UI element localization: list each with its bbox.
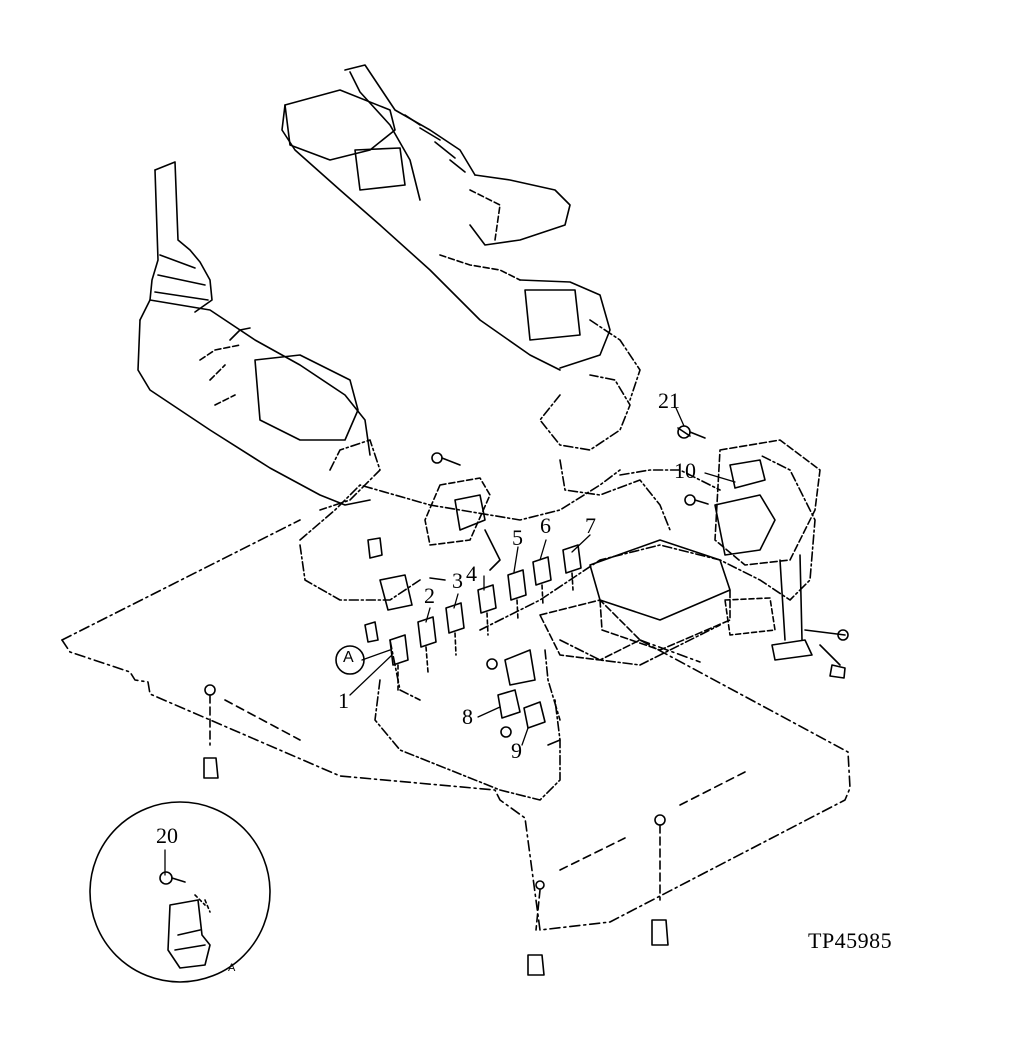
left-control-console (137, 161, 371, 506)
relay-2 (417, 616, 437, 648)
callout-9: 9 (511, 738, 522, 763)
main-wiring-harness (299, 319, 816, 801)
relay-5 (507, 569, 527, 601)
callout-2: 2 (424, 583, 435, 608)
callout-5: 5 (512, 525, 523, 550)
figure-reference: TP45985 (808, 928, 893, 953)
detail-marker-circle (335, 645, 365, 675)
floor-plate (61, 519, 851, 931)
callout-leaders (164, 407, 736, 876)
relay-7 (562, 544, 582, 574)
relay-4 (477, 584, 497, 614)
callout-4: 4 (466, 561, 477, 586)
floor-bolts (203, 684, 746, 976)
detail-a-inset (89, 801, 271, 983)
component-8 (497, 689, 521, 719)
relay-3 (445, 602, 465, 634)
right-component-bracket (714, 439, 849, 679)
inset-label: A (228, 962, 236, 974)
callout-1: 1 (338, 688, 349, 713)
callout-20: 20 (156, 823, 178, 848)
callout-6: 6 (540, 513, 551, 538)
callout-10: 10 (674, 458, 696, 483)
callout-7: 7 (585, 513, 596, 538)
callout-3: 3 (452, 568, 463, 593)
relay-row (389, 544, 582, 691)
relay-1 (389, 634, 409, 666)
cab-controller-box (539, 539, 731, 661)
relay-6 (532, 556, 552, 586)
upper-connector-cluster (364, 452, 501, 643)
right-control-console (281, 64, 611, 371)
callout-21: 21 (658, 388, 680, 413)
callout-8: 8 (462, 704, 473, 729)
detail-marker-letter: A (343, 649, 354, 666)
lower-components (486, 649, 561, 746)
component-9 (523, 701, 546, 729)
